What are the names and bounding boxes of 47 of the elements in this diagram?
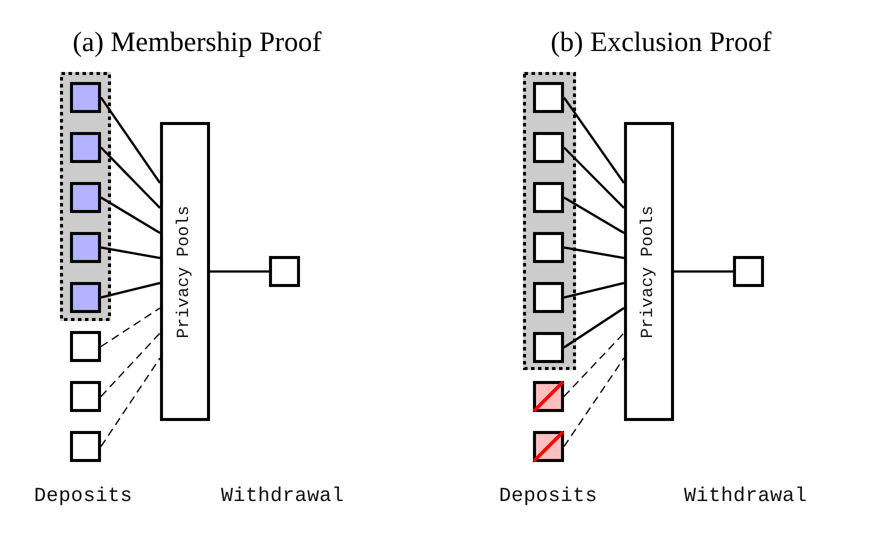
block-label: Privacy Pools [175,205,195,338]
highlighted-deposit-box [70,282,101,313]
column-label: Deposits [34,485,132,509]
highlighted-deposit-box [70,182,101,213]
highlighted-deposit-box [70,232,101,263]
column-label: Withdrawal [684,485,808,509]
highlighted-deposit-box [70,132,101,163]
connector-line [210,270,269,273]
connector-line [563,96,625,184]
connector-line [100,96,161,184]
deposit-box [533,182,564,213]
connector-line [563,196,625,234]
connector-line [563,307,625,348]
highlighted-deposit-box [70,82,101,113]
connector-line [100,246,160,260]
withdrawal-box [733,256,764,287]
column-label: Withdrawal [221,485,344,509]
deposit-box [533,232,564,263]
deposit-box [533,132,564,163]
crossed-out-deposit-box [533,381,564,412]
dashed-connector-line [100,358,161,447]
dashed-connector-line [563,358,625,447]
panel-title: (a) Membership Proof [72,27,322,59]
connector-line [100,282,160,299]
dashed-connector-line [564,332,624,397]
deposit-box [533,82,564,113]
connector-line [564,246,624,260]
connector-line [100,196,161,234]
dotted-group-box [60,72,111,321]
pool-block [624,122,674,421]
pool-block [160,122,210,421]
crossed-out-deposit-box [533,431,564,462]
block-label: Privacy Pools [639,205,659,338]
panel-title: (b) Exclusion Proof [550,27,772,59]
deposit-box [70,381,101,412]
deposit-box [533,282,564,313]
withdrawal-box [269,256,300,287]
deposit-box [70,431,101,462]
connector-line [100,146,161,209]
column-label: Deposits [499,485,598,509]
deposit-box [533,332,564,363]
connector-line [564,282,624,299]
dashed-connector-line [100,332,160,397]
dashed-connector-line [100,307,160,348]
deposit-box [70,331,101,362]
connector-line [674,270,733,273]
dotted-group-box [523,72,576,370]
